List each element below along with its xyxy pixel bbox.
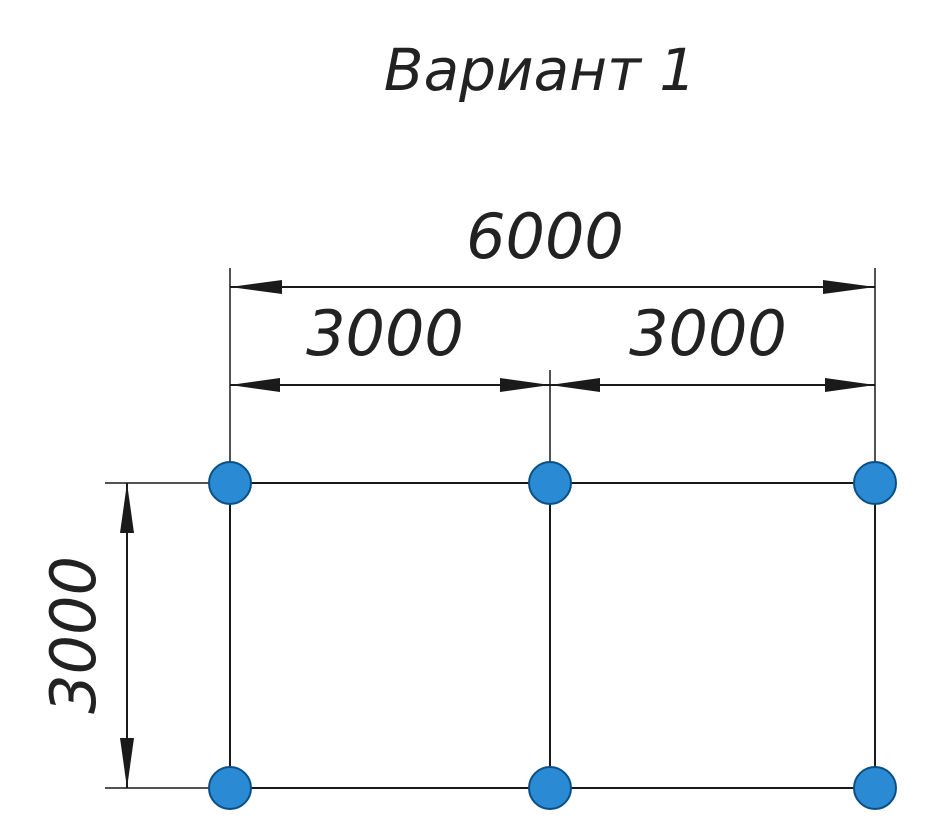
dimension-label-overall: 6000 bbox=[466, 200, 624, 273]
structural-grid bbox=[229, 482, 876, 789]
column-node-bottom-right bbox=[853, 766, 897, 810]
dimension-depth: 3000 bbox=[37, 483, 134, 788]
arrowhead-left-span-end bbox=[500, 378, 550, 392]
drawing-title: Вариант 1 bbox=[384, 36, 696, 104]
column-node-top-middle bbox=[528, 461, 572, 505]
dimension-right-span: 3000 bbox=[550, 297, 875, 392]
dimension-label-depth: 3000 bbox=[37, 556, 110, 714]
column-node-bottom-middle bbox=[528, 766, 572, 810]
arrowhead-right-span-end bbox=[825, 378, 875, 392]
dimension-overall: 6000 bbox=[230, 200, 875, 294]
arrowhead-right-span-start bbox=[550, 378, 600, 392]
arrowhead-depth-bottom bbox=[120, 738, 134, 788]
arrowhead-overall-left bbox=[230, 280, 282, 294]
dimension-label-right-span: 3000 bbox=[629, 297, 787, 370]
dimension-label-left-span: 3000 bbox=[306, 297, 464, 370]
column-node-top-left bbox=[208, 461, 252, 505]
column-node-bottom-left bbox=[208, 766, 252, 810]
arrowhead-depth-top bbox=[120, 483, 134, 533]
arrowhead-overall-right bbox=[823, 280, 875, 294]
dimension-left-span: 3000 bbox=[230, 297, 550, 392]
column-node-top-right bbox=[853, 461, 897, 505]
column-nodes bbox=[208, 461, 897, 810]
arrowhead-left-span-start bbox=[230, 378, 280, 392]
